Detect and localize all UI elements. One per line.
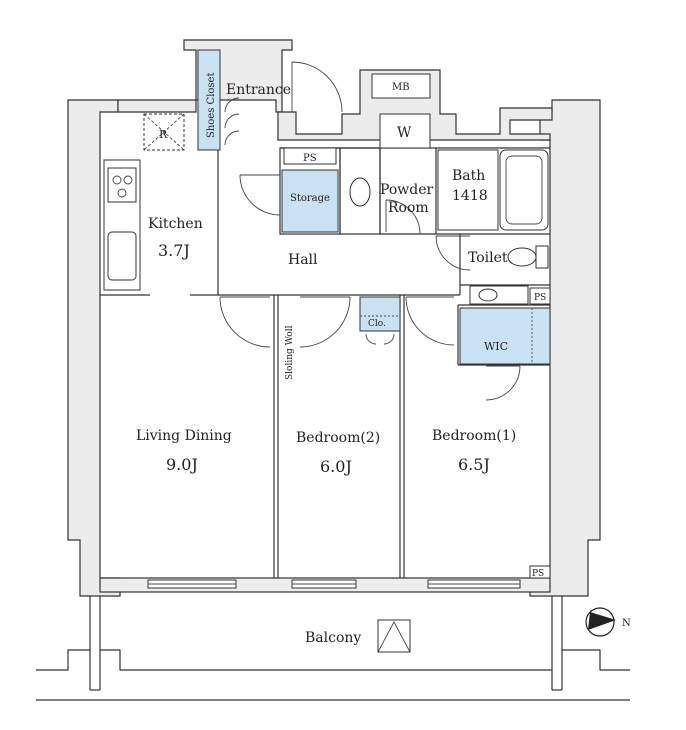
- powder-room-label-1: Powder: [380, 182, 434, 198]
- bedroom2-label: Bedroom(2): [296, 430, 380, 446]
- doors: [219, 61, 521, 401]
- living-dining-size-label: 9.0J: [166, 455, 198, 474]
- sliding-wall-label: Sloling Woll: [285, 325, 295, 380]
- powder-room-label-2: Room: [388, 200, 429, 216]
- balcony-label: Balcony: [305, 630, 361, 646]
- shoes-closet-label: Shoes Closet: [206, 73, 217, 138]
- shoes-closet: [197, 49, 221, 151]
- balcony-hatch: [377, 619, 411, 653]
- hall-label: Hall: [288, 252, 318, 268]
- bottom-windows: [147, 579, 521, 589]
- ps-bottom-label: PS: [532, 569, 544, 579]
- bedroom1-size-label: 6.5J: [458, 455, 490, 474]
- entrance-label: Entrance: [226, 82, 291, 98]
- storage-closet: [281, 169, 339, 233]
- bath-size-label: 1418: [452, 188, 488, 204]
- bathtub: [499, 149, 549, 231]
- kitchen-size-label: 3.7J: [158, 241, 190, 260]
- balcony-area: [36, 596, 630, 701]
- ps-right-box: [529, 287, 551, 305]
- wic-label: WIC: [484, 340, 508, 353]
- w-box: [379, 113, 431, 149]
- mb-box: [371, 73, 431, 99]
- ps-right-label: PS: [534, 293, 546, 303]
- bath-label: Bath: [452, 168, 485, 184]
- ps-top-label: PS: [303, 153, 317, 164]
- storage-label: Storage: [290, 193, 330, 204]
- mb-label: MB: [392, 82, 410, 93]
- bedroom1-label: Bedroom(1): [432, 428, 516, 444]
- ps-top-box: [283, 147, 337, 165]
- bedroom2-size-label: 6.0J: [320, 457, 352, 476]
- living-dining-label: Living Dining: [136, 428, 232, 444]
- toilet-label: Toilet: [468, 250, 508, 266]
- kitchen-label: Kitchen: [148, 216, 203, 232]
- w-label: W: [397, 125, 412, 141]
- toilet-tank: [535, 245, 549, 269]
- clo-closet: [359, 296, 401, 332]
- refrigerator: [143, 113, 185, 151]
- toilet-bowl: [507, 247, 537, 267]
- ps-bottom-box: [529, 565, 551, 579]
- refrigerator-label: R: [159, 128, 168, 141]
- clo-label: Clo.: [368, 319, 386, 329]
- wic-closet: [459, 307, 551, 365]
- core-wall: [277, 69, 553, 141]
- interior-lines: [100, 112, 550, 578]
- compass-north-letter: N: [622, 618, 631, 629]
- stove: [107, 167, 137, 203]
- compass: N: [585, 607, 631, 637]
- powder-sink: [349, 177, 371, 207]
- sink: [107, 231, 137, 281]
- bath-area: [437, 149, 499, 231]
